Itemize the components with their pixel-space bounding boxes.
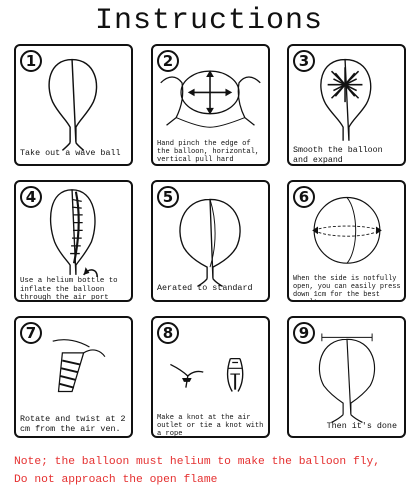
step-6-caption: When the side is notfully open, you can … <box>293 275 401 300</box>
balloon-done-icon <box>318 333 376 423</box>
step-9-number: 9 <box>293 322 315 344</box>
step-1-caption: Take out a wave ball <box>20 148 121 158</box>
step-4-panel: 4 Use a helium bottle to inflate the bal… <box>14 180 133 302</box>
step-7-panel: 7 Rotate and twist at 2 cm from the air … <box>14 316 133 438</box>
step-8-number: 8 <box>157 322 179 344</box>
step-3-caption: Smooth the balloon and expand <box>293 146 383 165</box>
balloon-inflate-zipper-icon <box>49 189 98 277</box>
step-2-caption: Hand pinch the edge of the balloon, hori… <box>157 140 260 165</box>
balloon-inflated-icon <box>179 198 241 287</box>
step-2-number: 2 <box>157 50 179 72</box>
warning-note-line-2: Do not approach the open flame <box>14 474 218 486</box>
step-1-number: 1 <box>20 50 42 72</box>
page-title: Instructions <box>94 4 324 38</box>
step-6-number: 6 <box>293 186 315 208</box>
step-9-panel: 9 Then it's done <box>287 316 406 438</box>
instruction-grid: 1 Take out a wave ball 2 Hand pinch the … <box>14 44 406 448</box>
balloon-smooth-arrows-icon <box>320 58 372 141</box>
twist-neck-icon <box>52 339 106 393</box>
step-3-panel: 3 Smooth the balloon and expand <box>287 44 406 166</box>
step-7-caption: Rotate and twist at 2 cm from the air ve… <box>20 414 126 434</box>
step-8-panel: 8 Make a knot at the air outlet or tie a… <box>151 316 270 438</box>
step-9-caption: Then it's done <box>326 421 397 431</box>
step-5-number: 5 <box>157 186 179 208</box>
step-7-number: 7 <box>20 322 42 344</box>
step-8-caption: Make a knot at the air outlet or tie a k… <box>157 414 264 438</box>
step-3-number: 3 <box>293 50 315 72</box>
balloon-sphere-icon <box>312 196 382 264</box>
balloon-deflated-icon <box>48 58 98 151</box>
step-4-caption: Use a helium bottle to inflate the ballo… <box>20 277 118 302</box>
knot-icon <box>170 358 244 392</box>
step-6-panel: 6 When the side is notfully open, you ca… <box>287 180 406 302</box>
hands-stretch-balloon-icon <box>160 70 261 128</box>
step-5-panel: 5 Aerated to standard <box>151 180 270 302</box>
warning-note-line-1: Note; the balloon must helium to make th… <box>14 456 381 468</box>
step-2-panel: 2 Hand pinch the edge of the balloon, ho… <box>151 44 270 166</box>
step-4-number: 4 <box>20 186 42 208</box>
step-5-caption: Aerated to standard <box>157 283 253 293</box>
step-1-panel: 1 Take out a wave ball <box>14 44 133 166</box>
